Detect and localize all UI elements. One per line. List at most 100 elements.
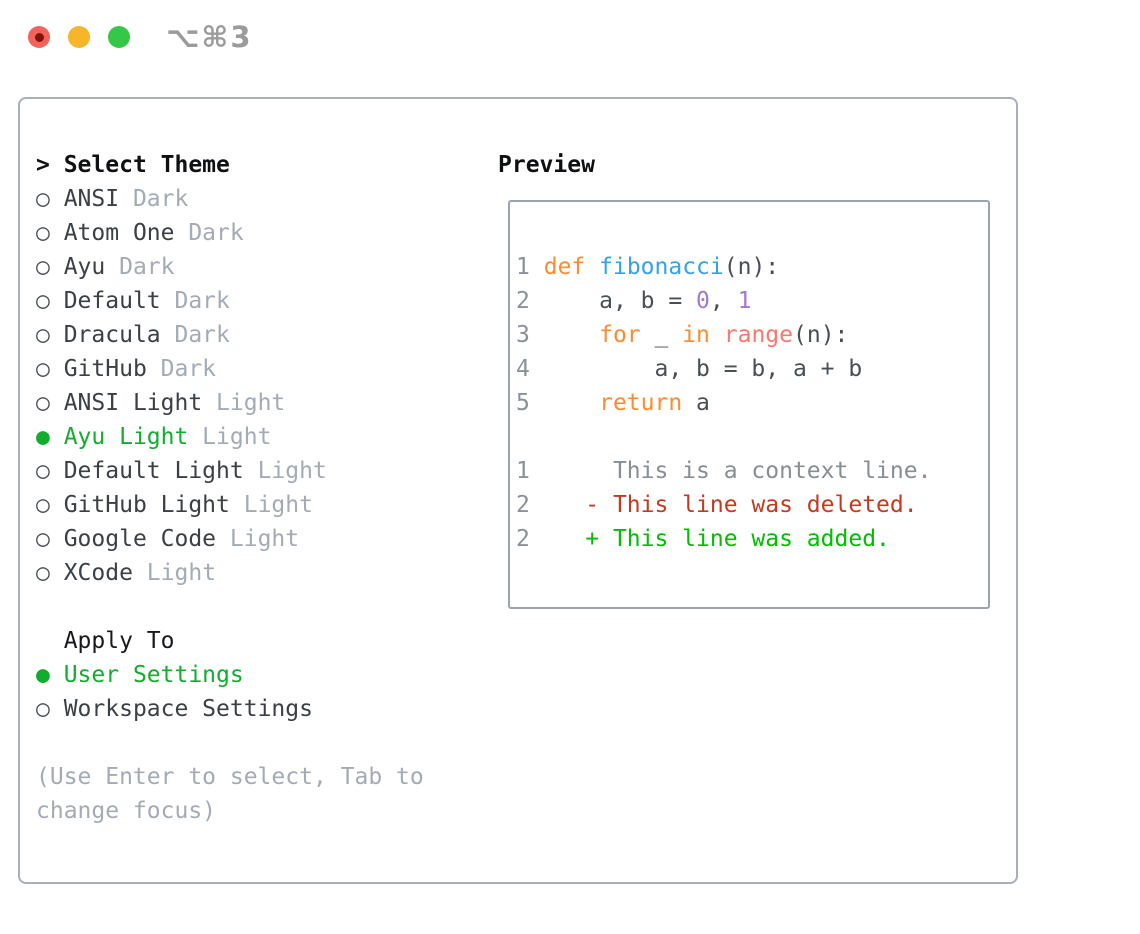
deleted-line: 2 - This line was deleted. — [516, 488, 931, 522]
code-line: 5 return a — [516, 386, 931, 420]
code-token: - This line was deleted. — [529, 492, 918, 518]
apply-option-name: Workspace Settings — [63, 696, 313, 722]
close-indicator-icon — [34, 32, 44, 42]
select-theme-header: > Select Theme — [36, 148, 424, 182]
theme-variant: Light — [216, 526, 300, 552]
zoom-button[interactable] — [108, 26, 130, 48]
theme-picker-panel: > Select Theme○ ANSI Dark○ Atom One Dark… — [18, 97, 1018, 884]
theme-option-ayu[interactable]: ○ Ayu Dark — [36, 250, 424, 284]
theme-name: XCode — [63, 560, 133, 586]
code-token: a — [682, 390, 710, 416]
radio-unselected-icon: ○ — [36, 560, 64, 586]
theme-name: Ayu — [63, 254, 106, 280]
theme-variant: Dark — [105, 254, 175, 280]
blank-line — [516, 420, 931, 454]
theme-option-ansi[interactable]: ○ ANSI Dark — [36, 182, 424, 216]
apply-option-name: User Settings — [63, 662, 244, 688]
theme-option-ayu-light[interactable]: ● Ayu Light Light — [36, 420, 424, 454]
spacer — [36, 590, 424, 624]
code-line: 2 a, b = 0, 1 — [516, 284, 931, 318]
radio-unselected-icon: ○ — [36, 390, 64, 416]
hint-line: (Use Enter to select, Tab to — [36, 764, 424, 790]
theme-name: ANSI — [63, 186, 120, 212]
radio-unselected-icon: ○ — [36, 254, 64, 280]
radio-unselected-icon: ○ — [36, 220, 64, 246]
prompt-caret-icon: > — [36, 152, 64, 178]
theme-option-github-light[interactable]: ○ GitHub Light Light — [36, 488, 424, 522]
radio-selected-icon: ● — [36, 662, 64, 688]
line-number: 3 — [516, 322, 530, 348]
theme-option-default-light[interactable]: ○ Default Light Light — [36, 454, 424, 488]
radio-unselected-icon: ○ — [36, 526, 64, 552]
select-theme-label: Select Theme — [63, 152, 230, 178]
hint-text: change focus) — [36, 794, 424, 828]
radio-unselected-icon: ○ — [36, 492, 64, 518]
theme-variant: Dark — [174, 220, 244, 246]
line-number: 5 — [516, 390, 530, 416]
hint-text: (Use Enter to select, Tab to — [36, 760, 424, 794]
code-token — [530, 390, 599, 416]
theme-option-dracula[interactable]: ○ Dracula Dark — [36, 318, 424, 352]
radio-unselected-icon: ○ — [36, 458, 64, 484]
hint-line: change focus) — [36, 798, 217, 824]
theme-option-ansi-light[interactable]: ○ ANSI Light Light — [36, 386, 424, 420]
apply-to-header: Apply To — [36, 624, 424, 658]
apply-to-label: Apply To — [36, 628, 175, 654]
theme-variant: Dark — [146, 356, 217, 382]
code-token: _ — [640, 322, 683, 348]
theme-name: Default Light — [63, 458, 244, 484]
code-token — [585, 254, 599, 280]
theme-variant: Dark — [160, 322, 230, 348]
radio-unselected-icon: ○ — [36, 322, 64, 348]
code-token: (n): — [793, 322, 849, 348]
theme-option-github[interactable]: ○ GitHub Dark — [36, 352, 424, 386]
theme-name: ANSI Light — [63, 390, 203, 416]
code-token: range — [723, 322, 794, 348]
spacer — [36, 726, 424, 760]
line-number: 4 — [516, 356, 530, 382]
traffic-lights — [28, 26, 130, 48]
preview-title: Preview — [498, 152, 595, 178]
line-number: 1 — [516, 458, 530, 484]
code-token: , — [709, 288, 738, 314]
code-token: (n): — [723, 254, 780, 280]
radio-unselected-icon: ○ — [36, 696, 64, 722]
theme-option-google-code[interactable]: ○ Google Code Light — [36, 522, 424, 556]
context-line: 1 This is a context line. — [516, 454, 931, 488]
theme-option-atom-one[interactable]: ○ Atom One Dark — [36, 216, 424, 250]
apply-option-user-settings[interactable]: ● User Settings — [36, 658, 424, 692]
theme-picker: > Select Theme○ ANSI Dark○ Atom One Dark… — [36, 148, 424, 828]
code-token: 1 — [737, 288, 752, 314]
minimize-button[interactable] — [68, 26, 90, 48]
code-token — [530, 322, 599, 348]
line-number: 2 — [516, 288, 530, 314]
code-line: 3 for _ in range(n): — [516, 318, 931, 352]
code-token — [530, 254, 544, 280]
theme-name: GitHub — [63, 356, 147, 382]
code-token: a, b = — [529, 288, 697, 314]
added-line: 2 + This line was added. — [516, 522, 931, 556]
radio-unselected-icon: ○ — [36, 186, 64, 212]
close-button[interactable] — [28, 26, 50, 48]
theme-option-xcode[interactable]: ○ XCode Light — [36, 556, 424, 590]
code-token: + This line was added. — [529, 526, 890, 552]
code-line: 1 def fibonacci(n): — [516, 250, 931, 284]
radio-selected-icon: ● — [36, 424, 64, 450]
theme-variant: Light — [188, 424, 272, 450]
radio-unselected-icon: ○ — [36, 356, 64, 382]
line-number: 2 — [516, 526, 530, 552]
line-number: 1 — [516, 254, 530, 280]
theme-option-default[interactable]: ○ Default Dark — [36, 284, 424, 318]
window-title: ⌥⌘3 — [166, 20, 253, 54]
code-token: 0 — [696, 288, 710, 314]
theme-variant: Dark — [119, 186, 189, 212]
theme-name: Ayu Light — [63, 424, 189, 450]
apply-option-workspace-settings[interactable]: ○ Workspace Settings — [36, 692, 424, 726]
code-token: def — [543, 254, 586, 280]
code-token: This is a context line. — [529, 458, 932, 484]
theme-variant: Dark — [160, 288, 230, 314]
theme-variant: Light — [229, 492, 313, 518]
code-line: 4 a, b = b, a + b — [516, 352, 931, 386]
